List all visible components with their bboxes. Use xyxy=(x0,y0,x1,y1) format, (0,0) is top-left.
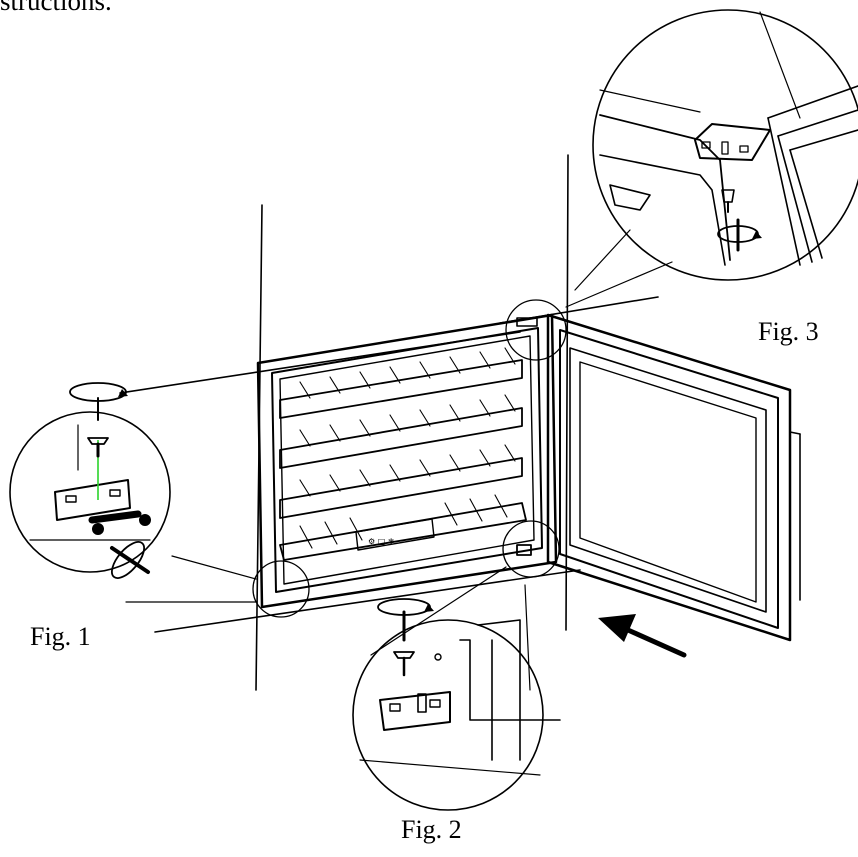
fig1-detail xyxy=(9,382,257,603)
fig1-screw-icon xyxy=(69,382,128,458)
callout-fig1-source xyxy=(252,560,310,618)
fig2-hinge-bracket xyxy=(379,691,451,731)
top-right-hinge xyxy=(516,317,538,327)
callout-fig2-source xyxy=(502,520,560,578)
figure-label-fig1: Fig. 1 xyxy=(30,622,91,651)
callout-fig3-source xyxy=(505,299,567,361)
header-text: structions. xyxy=(0,0,112,16)
fig3-detail xyxy=(565,9,858,308)
control-panel: ⚙ □ ❄ xyxy=(355,518,435,551)
fig3-hinge-bracket xyxy=(694,123,771,161)
figure-label-fig3: Fig. 3 xyxy=(758,317,819,346)
fig2-screw-icon xyxy=(377,598,434,677)
guide-lines xyxy=(119,154,659,691)
open-door xyxy=(546,313,801,642)
control-panel-icons: ⚙ □ ❄ xyxy=(368,537,395,546)
arrow-head-icon xyxy=(598,614,636,642)
bottom-right-hinge xyxy=(516,544,532,556)
push-direction-arrow xyxy=(598,614,687,658)
wine-cooler-cabinet: ⚙ □ ❄ xyxy=(256,313,558,609)
wine-racks xyxy=(279,347,527,561)
fig3-screw-icon xyxy=(717,189,762,252)
fig2-detail xyxy=(352,566,561,811)
fig1-screwdriver-icon xyxy=(110,541,150,579)
fig1-hinge-bracket xyxy=(54,479,151,535)
figure-label-fig2: Fig. 2 xyxy=(401,815,462,844)
